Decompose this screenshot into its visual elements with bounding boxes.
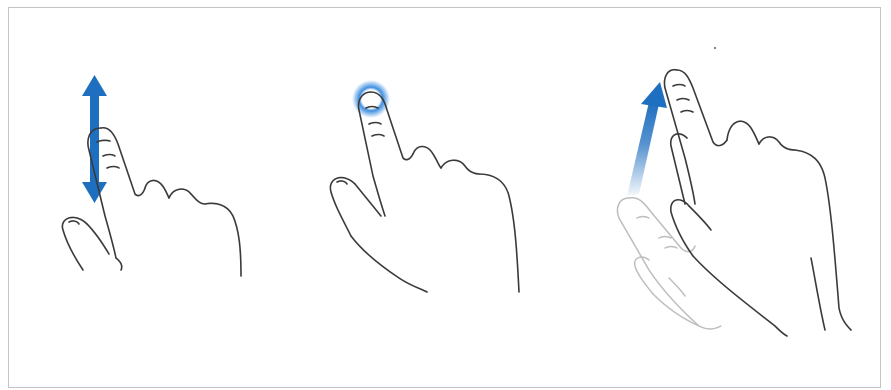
flick-arrow-icon [627,82,667,196]
vertical-swipe-gesture-icon [9,8,299,389]
ghost-hand-outline-icon [617,198,721,329]
hand-outline-icon [665,70,852,336]
stray-pixel-mark [714,47,716,49]
up-down-arrow-icon [82,75,107,203]
flick-gesture-panel [589,8,882,389]
tap-gesture-panel [299,8,589,389]
tap-gesture-icon [299,8,589,389]
tap-highlight-ring [352,80,390,118]
hand-outline-icon [62,128,241,276]
gesture-illustration-frame [8,7,881,388]
swipe-gesture-panel [9,8,299,389]
flick-up-gesture-icon [589,8,882,389]
hand-outline-icon [330,92,519,292]
